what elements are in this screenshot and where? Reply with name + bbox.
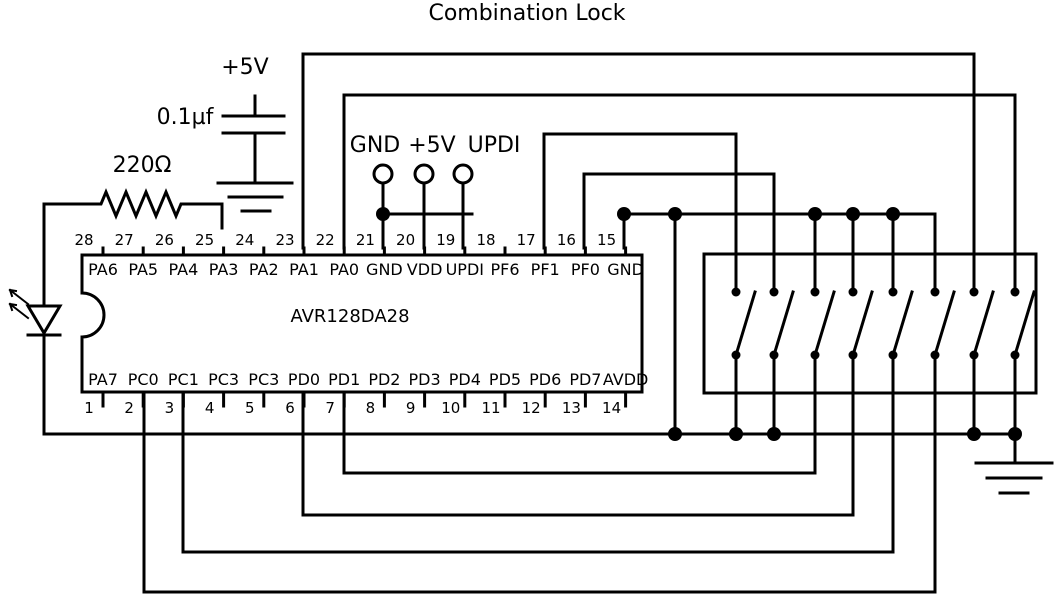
top-pin-number: 16 bbox=[557, 231, 576, 249]
bottom-pin-number: 1 bbox=[84, 399, 94, 417]
junctions bbox=[376, 207, 1022, 441]
bottom-pin-name: PD1 bbox=[328, 370, 360, 389]
top-pin-name: PA2 bbox=[249, 260, 279, 279]
junction-dot bbox=[967, 427, 981, 441]
top-pin-number: 20 bbox=[396, 231, 415, 249]
header-pad-vcc bbox=[413, 163, 435, 185]
top-pin-name: GND bbox=[607, 260, 644, 279]
junction-dot bbox=[886, 207, 900, 221]
top-pin-name: PA1 bbox=[289, 260, 319, 279]
push-switch bbox=[810, 287, 836, 360]
bottom-pin-number: 14 bbox=[602, 399, 621, 417]
bottom-pin-number: 7 bbox=[325, 399, 335, 417]
top-pin-number: 22 bbox=[316, 231, 335, 249]
top-pin-name: PF1 bbox=[531, 260, 560, 279]
bottom-pin-name: PD4 bbox=[449, 370, 481, 389]
header-updi-label: UPDI bbox=[468, 133, 521, 158]
header-pad-updi bbox=[452, 163, 474, 185]
top-pin-name: PF6 bbox=[490, 260, 519, 279]
bottom-pin-name: PA7 bbox=[88, 370, 118, 389]
bottom-pin-number: 6 bbox=[285, 399, 295, 417]
bottom-pin-number: 13 bbox=[562, 399, 581, 417]
top-pin-number: 25 bbox=[195, 231, 214, 249]
chip-name: AVR128DA28 bbox=[290, 306, 409, 327]
switch-bank bbox=[702, 252, 1038, 395]
junction-dot bbox=[808, 207, 822, 221]
junction-dot bbox=[846, 207, 860, 221]
top-pin-number: 18 bbox=[476, 231, 495, 249]
resistor-label: 220Ω bbox=[113, 153, 172, 178]
junction-dot bbox=[668, 427, 682, 441]
bottom-pin-number: 4 bbox=[205, 399, 215, 417]
top-pin-name: GND bbox=[366, 260, 403, 279]
bottom-pin-name: PD3 bbox=[409, 370, 441, 389]
header-pad-gnd bbox=[372, 163, 394, 185]
bottom-pin-number: 8 bbox=[366, 399, 376, 417]
junction-dot bbox=[376, 207, 390, 221]
header-vcc-label: +5V bbox=[408, 133, 455, 158]
diagram-title: Combination Lock bbox=[428, 1, 625, 26]
bottom-pin-number: 10 bbox=[441, 399, 460, 417]
bottom-pin-number: 11 bbox=[481, 399, 500, 417]
top-pin-number: 28 bbox=[74, 231, 93, 249]
wiring bbox=[42, 52, 1054, 594]
resistor: 220Ω bbox=[42, 153, 224, 230]
top-pin-name: PA0 bbox=[329, 260, 359, 279]
bottom-pin-number: 9 bbox=[406, 399, 416, 417]
junction-dot bbox=[668, 207, 682, 221]
top-pin-number: 24 bbox=[235, 231, 254, 249]
led bbox=[8, 202, 63, 436]
push-switch bbox=[731, 287, 757, 360]
bottom-pin-name: PD7 bbox=[569, 370, 601, 389]
bottom-pin-name: PD6 bbox=[529, 370, 561, 389]
bottom-pin-name: AVDD bbox=[603, 370, 649, 389]
top-pin-name: PF0 bbox=[571, 260, 600, 279]
bottom-pin-name: PD5 bbox=[489, 370, 521, 389]
decoupling-capacitor: +5V 0.1µf bbox=[157, 55, 294, 213]
switch-bank-frame bbox=[702, 252, 1038, 395]
microcontroller-chip: AVR128DA28 bbox=[80, 253, 644, 394]
top-pin-name: PA6 bbox=[88, 260, 118, 279]
top-pin-number: 15 bbox=[597, 231, 616, 249]
top-pin-number: 17 bbox=[517, 231, 536, 249]
bottom-pin-number: 2 bbox=[124, 399, 134, 417]
bottom-pin-name: PC1 bbox=[168, 370, 199, 389]
junction-dot bbox=[729, 427, 743, 441]
push-switch bbox=[848, 287, 874, 360]
junction-dot bbox=[767, 427, 781, 441]
capacitor-label: 0.1µf bbox=[157, 105, 215, 130]
bottom-pin-name: PC0 bbox=[128, 370, 159, 389]
junction-dot bbox=[617, 207, 631, 221]
push-switch bbox=[930, 287, 956, 360]
top-pin-number: 21 bbox=[356, 231, 375, 249]
bottom-pin-number: 12 bbox=[522, 399, 541, 417]
supply-label: +5V bbox=[221, 55, 268, 80]
bottom-pin-number: 5 bbox=[245, 399, 255, 417]
push-switch bbox=[969, 287, 995, 360]
push-switch bbox=[769, 287, 795, 360]
top-pin-name: PA5 bbox=[128, 260, 158, 279]
top-pin-number: 26 bbox=[155, 231, 174, 249]
top-pin-number: 19 bbox=[436, 231, 455, 249]
top-pin-name: UPDI bbox=[446, 260, 484, 279]
push-switch bbox=[1010, 287, 1036, 360]
switches bbox=[731, 287, 1036, 360]
bottom-pin-name: PD2 bbox=[368, 370, 400, 389]
bottom-pin-name: PC3 bbox=[208, 370, 239, 389]
header-gnd-label: GND bbox=[350, 133, 400, 158]
top-pin-name: VDD bbox=[407, 260, 443, 279]
junction-dot bbox=[1008, 427, 1022, 441]
top-pin-number: 27 bbox=[115, 231, 134, 249]
bottom-pin-name: PC3 bbox=[248, 370, 279, 389]
top-pin-name: PA4 bbox=[169, 260, 199, 279]
push-switch bbox=[888, 287, 914, 360]
top-pin-number: 23 bbox=[275, 231, 294, 249]
bottom-pin-number: 3 bbox=[165, 399, 175, 417]
bottom-pin-name: PD0 bbox=[288, 370, 320, 389]
top-pin-name: PA3 bbox=[209, 260, 239, 279]
